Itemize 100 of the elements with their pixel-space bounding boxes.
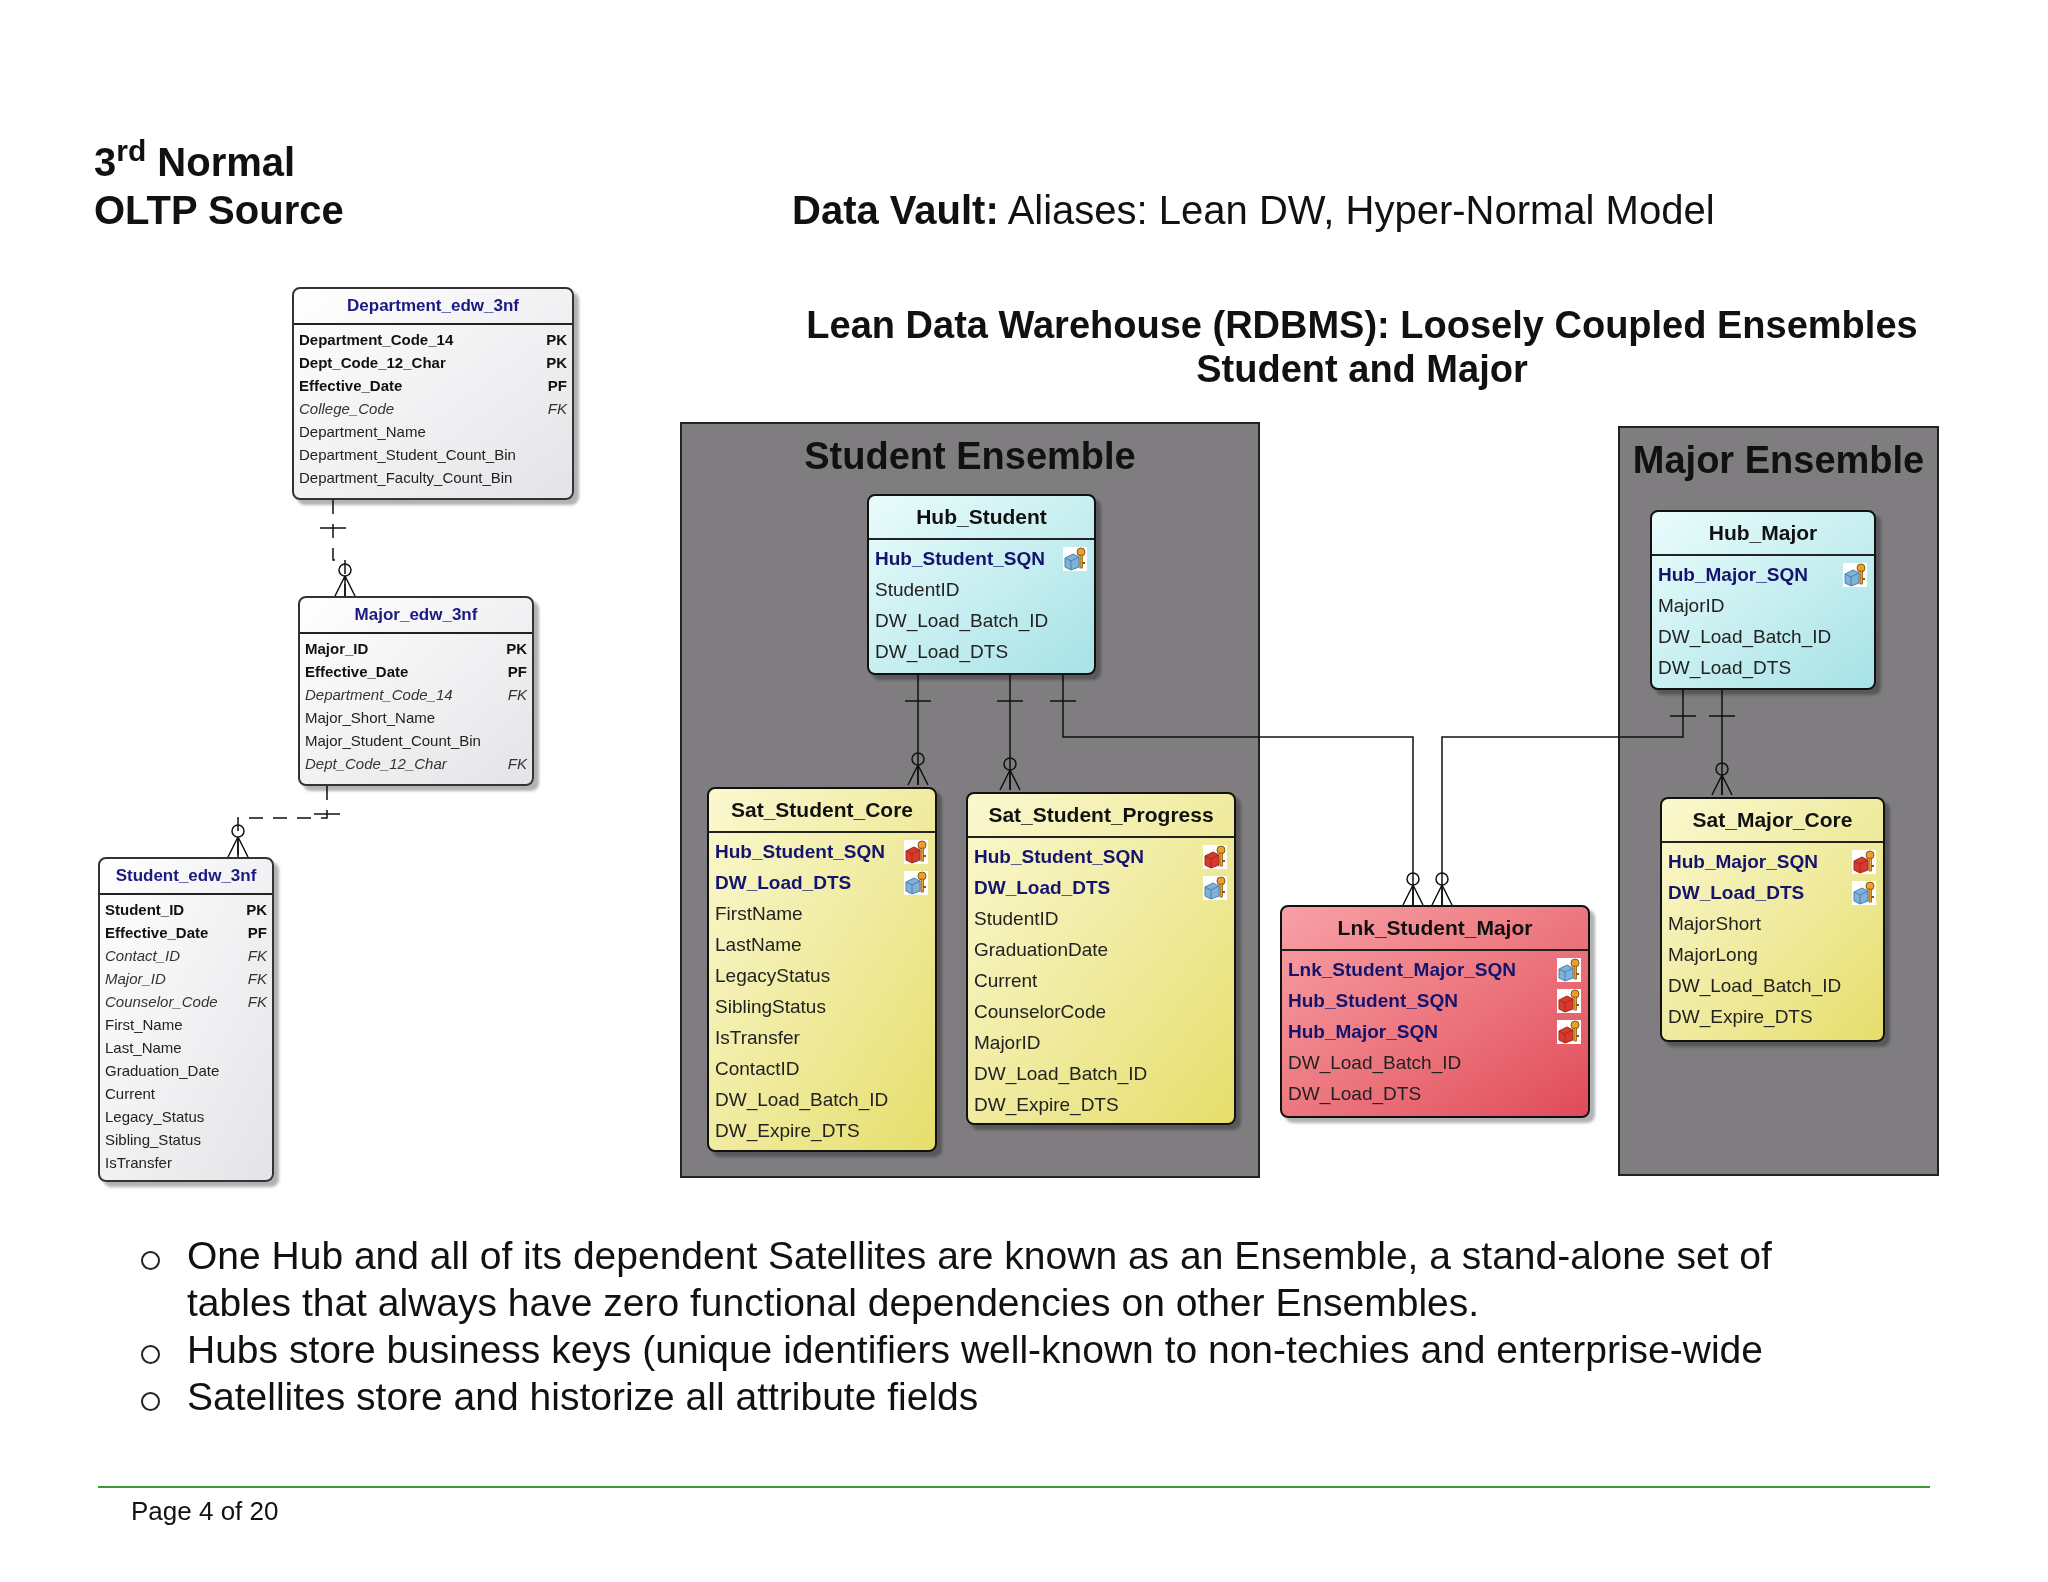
table-title: Department_edw_3nf — [347, 296, 519, 315]
table-card — [867, 494, 1096, 675]
field-name: MajorID — [1658, 593, 1725, 618]
field-name: DW_Load_DTS — [1288, 1081, 1422, 1107]
relationship-line — [319, 499, 356, 597]
field-name: DW_Load_Batch_ID — [715, 1087, 889, 1113]
table-title: Lnk_Student_Major — [1337, 916, 1533, 939]
table-title: Sat_Major_Core — [1692, 808, 1853, 831]
field-name: Current — [974, 968, 1038, 993]
field-name: Department_Faculty_Count_Bin — [299, 467, 513, 488]
field-name: Counselor_Code — [105, 991, 218, 1012]
field-name: DW_Load_DTS — [875, 639, 1009, 665]
field-name: DW_Load_Batch_ID — [1658, 624, 1832, 650]
ensemble-panel — [1618, 426, 1939, 1176]
heading: 3$^{rd}$ Normal OLTP Source — [94, 138, 345, 234]
field-name: FirstName — [715, 901, 803, 926]
table-card — [298, 596, 534, 786]
key-tag: PK — [546, 328, 567, 352]
relationship-line — [227, 785, 341, 858]
table-card — [1660, 797, 1885, 1042]
field-name: DW_Load_Batch_ID — [974, 1061, 1148, 1087]
field-name: Major_ID — [305, 638, 369, 659]
table-title: Major_edw_3nf — [354, 605, 478, 624]
table-title: Hub_Student — [916, 505, 1047, 528]
key-tag: PF — [507, 660, 527, 684]
field-name: Hub_Major_SQN — [1668, 849, 1818, 874]
table-title: Hub_Major — [1708, 521, 1818, 544]
field-name: Department_Code_14 — [305, 684, 453, 705]
field-name: MajorLong — [1668, 942, 1758, 967]
field-name: First_Name — [105, 1014, 183, 1035]
ensemble-title: Major Ensemble — [1632, 439, 1925, 481]
table-card — [292, 287, 574, 500]
field-name: Effective_Date — [105, 922, 209, 943]
relationship-line — [904, 672, 932, 786]
bullet-text: One Hub and all of its dependent Satellites are known as an Ensemble, a stand-alone set of tables that always have zero functional dependencies on other Ensembles. — [187, 1233, 1773, 1326]
table-card — [98, 857, 274, 1182]
field-name: Effective_Date — [305, 661, 409, 682]
key-tag: PK — [506, 637, 527, 661]
key-tag: FK — [507, 683, 527, 707]
field-name: Major_ID — [105, 968, 166, 989]
bullet-text: Satellites store and historize all attribute fields — [187, 1374, 979, 1420]
field-name: DW_Load_Batch_ID — [1668, 973, 1842, 999]
field-name: Dept_Code_12_Char — [299, 352, 446, 373]
field-name: College_Code — [299, 398, 395, 419]
field-name: Major_Short_Name — [305, 707, 436, 728]
field-name: MajorID — [974, 1030, 1041, 1055]
field-name: IsTransfer — [715, 1025, 800, 1050]
field-name: Legacy_Status — [105, 1106, 205, 1127]
key-tag: FK — [247, 990, 267, 1014]
ensemble-title: Student Ensemble — [804, 435, 1136, 477]
field-name: Last_Name — [105, 1037, 182, 1058]
field-name: Dept_Code_12_Char — [305, 753, 447, 774]
field-name: Hub_Major_SQN — [1288, 1019, 1438, 1044]
field-name: Student_ID — [105, 899, 185, 920]
field-name: Contact_ID — [105, 945, 181, 966]
field-name: CounselorCode — [974, 999, 1107, 1024]
ensemble-panel — [680, 422, 1260, 1178]
table-title: Sat_Student_Core — [730, 798, 913, 821]
field-name: DW_Expire_DTS — [974, 1092, 1119, 1118]
field-name: Department_Student_Count_Bin — [299, 444, 516, 465]
field-name: Lnk_Student_Major_SQN — [1288, 957, 1517, 982]
field-name: Major_Student_Count_Bin — [305, 730, 481, 751]
page-number: Page 4 of 20 — [131, 1496, 279, 1526]
table-card — [1280, 905, 1590, 1118]
table-card — [707, 787, 937, 1152]
table-card — [966, 792, 1236, 1125]
field-name: Hub_Major_SQN — [1658, 562, 1808, 587]
table-title: Sat_Student_Progress — [988, 803, 1214, 826]
field-name: StudentID — [875, 577, 960, 602]
field-name: Hub_Student_SQN — [875, 546, 1045, 571]
key-tag: PF — [247, 921, 267, 945]
relationship-line — [1708, 687, 1736, 796]
key-tag: PK — [246, 898, 267, 922]
key-tag: FK — [507, 752, 527, 776]
field-name: Hub_Student_SQN — [1288, 988, 1458, 1013]
field-name: DW_Load_DTS — [1658, 655, 1792, 681]
field-name: IsTransfer — [105, 1152, 172, 1173]
field-name: DW_Load_Batch_ID — [875, 608, 1049, 634]
field-name: Graduation_Date — [105, 1060, 220, 1081]
field-name: DW_Expire_DTS — [715, 1118, 860, 1144]
key-tag: FK — [247, 967, 267, 991]
key-tag: FK — [547, 397, 567, 421]
relationship-line — [996, 672, 1024, 791]
field-name: DW_Load_DTS — [715, 870, 852, 895]
field-name: ContactID — [715, 1056, 800, 1081]
field-name: Department_Name — [299, 421, 426, 442]
field-name: DW_Load_DTS — [1668, 880, 1805, 905]
field-name: Sibling_Status — [105, 1129, 201, 1150]
table-title: Student_edw_3nf — [115, 866, 257, 885]
field-name: LastName — [715, 932, 802, 957]
diagram-title: Lean Data Warehouse (RDBMS): Loosely Coupled Ensembles Student and Major — [805, 303, 1919, 391]
field-name: GraduationDate — [974, 937, 1109, 962]
table-card — [1650, 510, 1876, 690]
field-name: StudentID — [974, 906, 1059, 931]
field-name: SiblingStatus — [715, 994, 826, 1019]
field-name: Hub_Student_SQN — [974, 844, 1144, 869]
key-tag: FK — [247, 944, 267, 968]
heading: Data Vault: Aliases: Lean DW, Hyper-Normal Model — [792, 187, 1715, 234]
key-tag: PK — [546, 351, 567, 375]
field-name: DW_Expire_DTS — [1668, 1004, 1813, 1030]
